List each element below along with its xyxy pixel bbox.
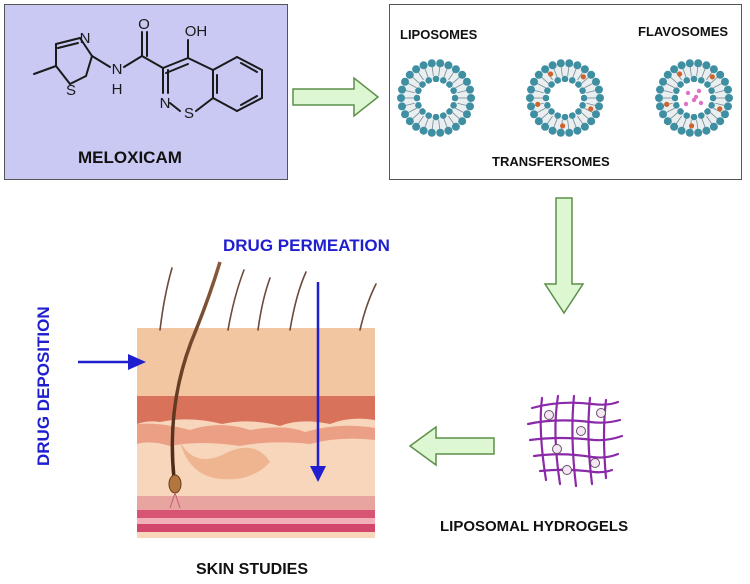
liposome-vesicle xyxy=(397,59,475,137)
skin-model xyxy=(137,328,375,538)
atom-h: H xyxy=(112,81,123,98)
drug-deposition-arrow xyxy=(78,354,146,370)
atom-s1: S xyxy=(66,82,76,99)
arrow-down xyxy=(543,197,585,315)
liposomal-hydrogels-label: LIPOSOMAL HYDROGELS xyxy=(440,518,629,535)
hair-follicle-icon xyxy=(168,474,182,494)
drug-permeation-arrow xyxy=(310,282,326,482)
hydrogel-mesh xyxy=(526,394,624,488)
atom-nh: N xyxy=(112,61,123,78)
atom-n2: N xyxy=(160,95,171,112)
flavosomes-label: FLAVOSOMES xyxy=(638,24,729,39)
liposomes-label: LIPOSOMES xyxy=(400,27,478,42)
drug-permeation-label: DRUG PERMEATION xyxy=(223,236,390,255)
hair-shaft-icon xyxy=(170,261,222,479)
atom-o: O xyxy=(138,16,150,33)
follicle-root-icon xyxy=(169,492,181,509)
meloxicam-label: MELOXICAM xyxy=(78,148,182,167)
arrow-left xyxy=(408,425,495,467)
arrow-right xyxy=(292,76,380,118)
atom-oh: OH xyxy=(185,23,208,40)
atom-n1: N xyxy=(80,30,91,47)
vesicle-group xyxy=(397,59,733,137)
drug-deposition-label: DRUG DEPOSITION xyxy=(34,306,53,466)
hydrogel-vesicles xyxy=(544,408,606,475)
transfersome-vesicle xyxy=(526,59,604,137)
meloxicam-structure xyxy=(33,31,263,112)
transfersomes-label: TRANSFERSOMES xyxy=(492,154,610,169)
skin-hairs xyxy=(159,267,377,331)
skin-studies-label: SKIN STUDIES xyxy=(196,561,309,578)
flavosome-vesicle xyxy=(655,59,733,137)
atom-s2: S xyxy=(184,105,194,122)
